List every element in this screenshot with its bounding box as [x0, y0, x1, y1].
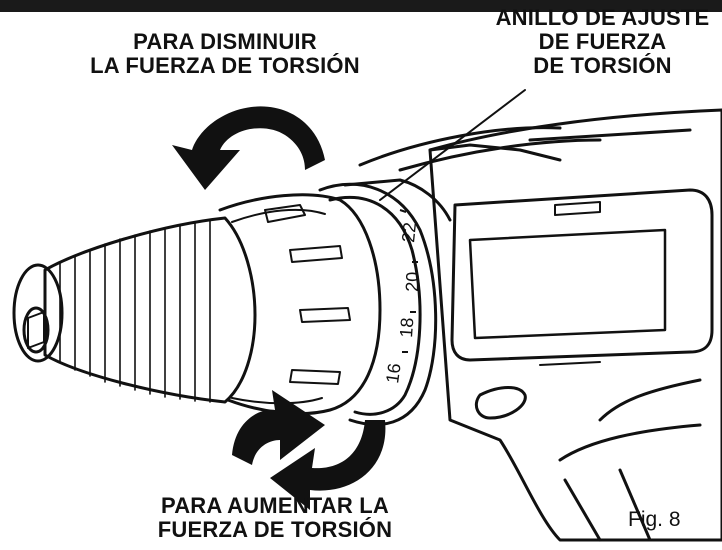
drill-body: [428, 108, 722, 542]
decrease-label-line-2: LA FUERZA DE TORSIÓN: [90, 53, 360, 78]
increase-torque-label: PARA AUMENTAR LA FUERZA DE TORSIÓN: [140, 494, 410, 542]
torque-ring: [318, 182, 438, 427]
increase-label-line-1: PARA AUMENTAR LA: [160, 493, 390, 518]
curved-arrow-clockwise-icon: [232, 390, 386, 510]
ring-label-line-1: ANILLO DE AJUSTE: [495, 5, 710, 30]
top-bar: [0, 0, 722, 12]
chuck: [43, 216, 257, 404]
decrease-torque-label: PARA DISMINUIR LA FUERZA DE TORSIÓN: [70, 30, 380, 78]
ring-label-line-2: DE FUERZA: [538, 29, 667, 54]
torque-ring-label: ANILLO DE AJUSTE DE FUERZA DE TORSIÓN: [480, 6, 722, 78]
dial-number: 22: [398, 221, 420, 243]
ring-label-line-3: DE TORSIÓN: [533, 53, 672, 78]
ring-leader-line: [379, 89, 526, 201]
dial-number: 16: [382, 362, 405, 385]
increase-label-line-2: FUERZA DE TORSIÓN: [157, 517, 393, 542]
dial-number: 18: [396, 317, 417, 338]
torque-dial-scale: 16 18 20 22: [382, 209, 423, 385]
figure-caption: Fig. 8: [628, 508, 681, 531]
curved-arrow-counterclockwise-icon: [172, 106, 325, 190]
dial-number: 20: [402, 271, 423, 292]
decrease-label-line-1: PARA DISMINUIR: [133, 29, 317, 54]
